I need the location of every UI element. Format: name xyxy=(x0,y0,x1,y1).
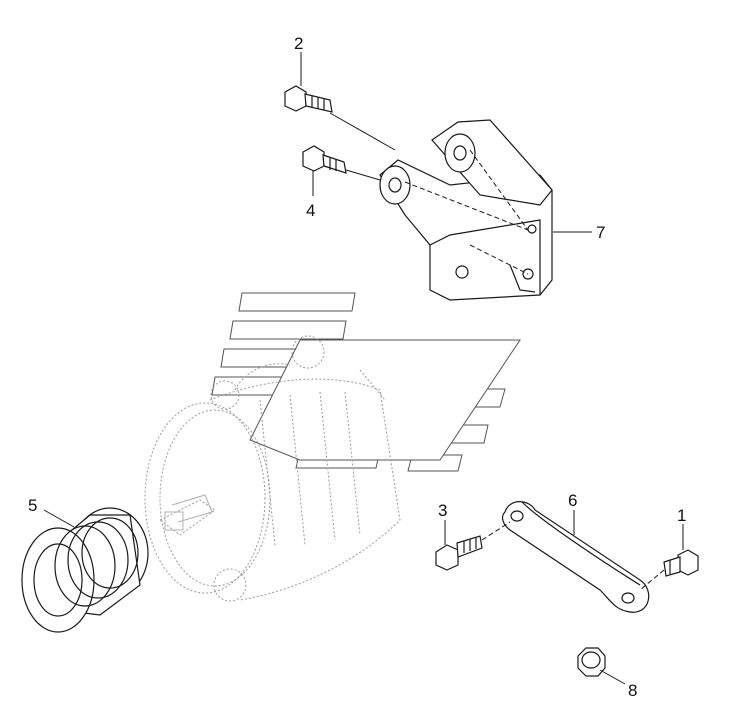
callout-6: 6 xyxy=(568,491,577,510)
link-arm-part-6 xyxy=(502,501,650,613)
nut-part-8 xyxy=(577,647,606,677)
callout-5: 5 xyxy=(28,496,37,515)
alternator-ghost xyxy=(144,335,401,602)
bracket-part-7 xyxy=(379,119,553,301)
bolt-part-1 xyxy=(639,549,699,591)
callout-4: 4 xyxy=(306,201,315,220)
bolt-part-3 xyxy=(435,521,511,571)
callout-1: 1 xyxy=(677,506,686,525)
callout-7: 7 xyxy=(596,223,605,242)
bolt-axes xyxy=(329,112,529,275)
bolt-part-2 xyxy=(284,85,333,113)
callout-3: 3 xyxy=(438,501,447,520)
callout-labels: 2 4 7 5 3 6 1 8 xyxy=(28,34,686,700)
callout-8: 8 xyxy=(628,681,637,700)
watermark-logo xyxy=(211,292,521,472)
leader-lines xyxy=(43,52,684,685)
callout-2: 2 xyxy=(294,34,303,53)
bolt-part-4 xyxy=(302,145,347,174)
pulley-part-5 xyxy=(21,507,149,633)
